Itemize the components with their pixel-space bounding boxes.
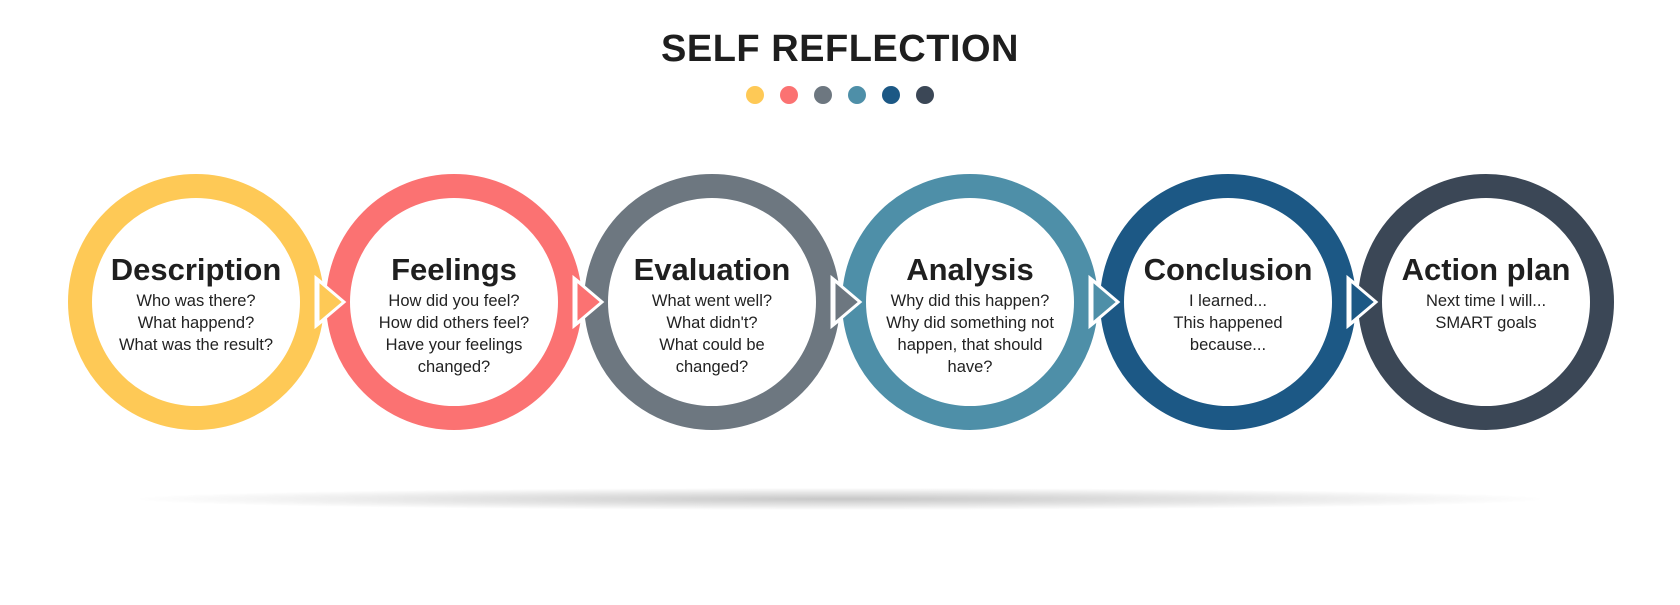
step-prompt: Why did something not: [886, 314, 1054, 332]
step-prompt: I learned...: [1189, 292, 1267, 310]
connector-arrow-4: [1090, 276, 1121, 328]
step-prompt: Why did this happen?: [890, 292, 1050, 310]
color-dot-3: [814, 86, 832, 104]
color-dots: [0, 86, 1680, 104]
step-prompt: What was the result?: [118, 336, 274, 354]
step-prompt: changed?: [675, 358, 749, 376]
step-prompt: SMART goals: [1435, 314, 1537, 332]
color-dot-1: [746, 86, 764, 104]
diagram-title: SELF REFLECTION: [661, 28, 1019, 70]
step-title: Conclusion: [1143, 252, 1313, 287]
color-dot-4: [848, 86, 866, 104]
step-title: Description: [110, 252, 282, 287]
connector-arrow-2: [574, 276, 605, 328]
step-prompt: What didn't?: [666, 314, 758, 332]
connector-arrow-5: [1348, 276, 1379, 328]
step-prompt: What could be: [659, 336, 765, 354]
step-title: Evaluation: [633, 252, 791, 287]
connector-arrow-3: [832, 276, 863, 328]
step-5: Conclusion I learned... This happened becau…: [1123, 252, 1333, 356]
step-prompt: changed?: [417, 358, 491, 376]
floor-shadow: [140, 488, 1540, 510]
step-prompt: How did you feel?: [388, 292, 520, 310]
color-dot-2: [780, 86, 798, 104]
step-prompt: What went well?: [651, 292, 773, 310]
step-prompt: have?: [947, 358, 993, 376]
step-prompt: Who was there?: [136, 292, 256, 310]
step-prompt: This happened: [1173, 314, 1283, 332]
step-prompt: Next time I will...: [1425, 292, 1547, 310]
step-title: Analysis: [906, 252, 1034, 287]
connector-arrow-1: [316, 276, 347, 328]
color-dot-5: [882, 86, 900, 104]
step-prompt: How did others feel?: [378, 314, 530, 332]
step-title: Feelings: [391, 252, 517, 287]
step-prompt: because...: [1189, 336, 1267, 354]
color-dot-6: [916, 86, 934, 104]
step-prompt: Have your feelings: [385, 336, 523, 354]
step-title: Action plan: [1401, 252, 1571, 287]
step-prompt: What happend?: [137, 314, 255, 332]
step-prompt: happen, that should: [897, 336, 1043, 354]
